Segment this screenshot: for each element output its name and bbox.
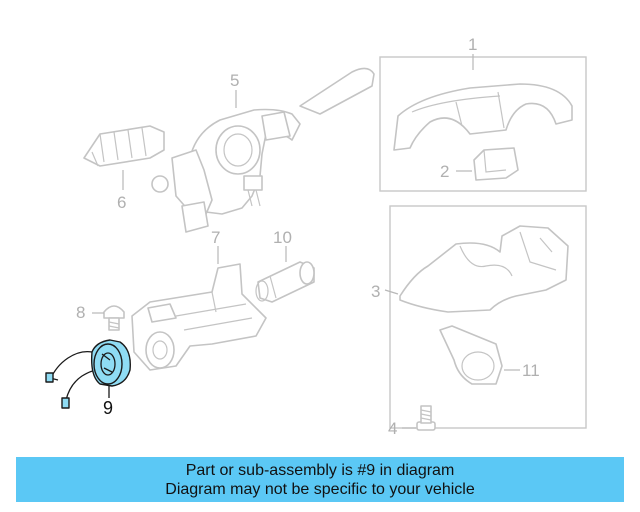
callout-1: 1 bbox=[468, 35, 477, 54]
part-9-highlighted bbox=[45, 339, 131, 409]
banner-line-part: Part or sub-assembly is #9 in diagram bbox=[185, 461, 455, 479]
part-7-ignition-housing bbox=[131, 263, 267, 371]
part-10-key-cylinder bbox=[255, 261, 315, 303]
part-1-upper-cover bbox=[393, 83, 573, 151]
part-3-lower-cover bbox=[399, 225, 569, 313]
callout-8: 8 bbox=[76, 303, 85, 322]
info-banner: Part or sub-assembly is #9 in diagram Di… bbox=[16, 457, 624, 502]
callout-11: 11 bbox=[522, 361, 540, 380]
part-2-bracket bbox=[473, 147, 519, 181]
callout-2: 2 bbox=[440, 162, 449, 181]
part-4-bolt bbox=[416, 405, 436, 431]
frame-upper-cover bbox=[379, 56, 587, 192]
callout-6: 6 bbox=[117, 193, 126, 212]
callout-3: 3 bbox=[371, 282, 380, 301]
parts-diagram: 1 2 3 4 5 6 7 8 9 10 11 bbox=[45, 35, 587, 438]
banner-line-disclaimer: Diagram may not be specific to your vehi… bbox=[165, 480, 475, 498]
callout-9: 9 bbox=[103, 398, 113, 418]
callout-10: 10 bbox=[273, 228, 292, 247]
frame-lower-cover bbox=[389, 205, 587, 429]
part-6-connector bbox=[83, 125, 165, 167]
part-8-screw bbox=[103, 305, 125, 331]
leader-lines bbox=[92, 54, 520, 429]
part-5-combination-switch bbox=[151, 67, 375, 233]
callout-5: 5 bbox=[230, 71, 239, 90]
callout-7: 7 bbox=[211, 228, 220, 247]
part-11-insert bbox=[439, 325, 503, 385]
callout-4: 4 bbox=[388, 419, 397, 438]
